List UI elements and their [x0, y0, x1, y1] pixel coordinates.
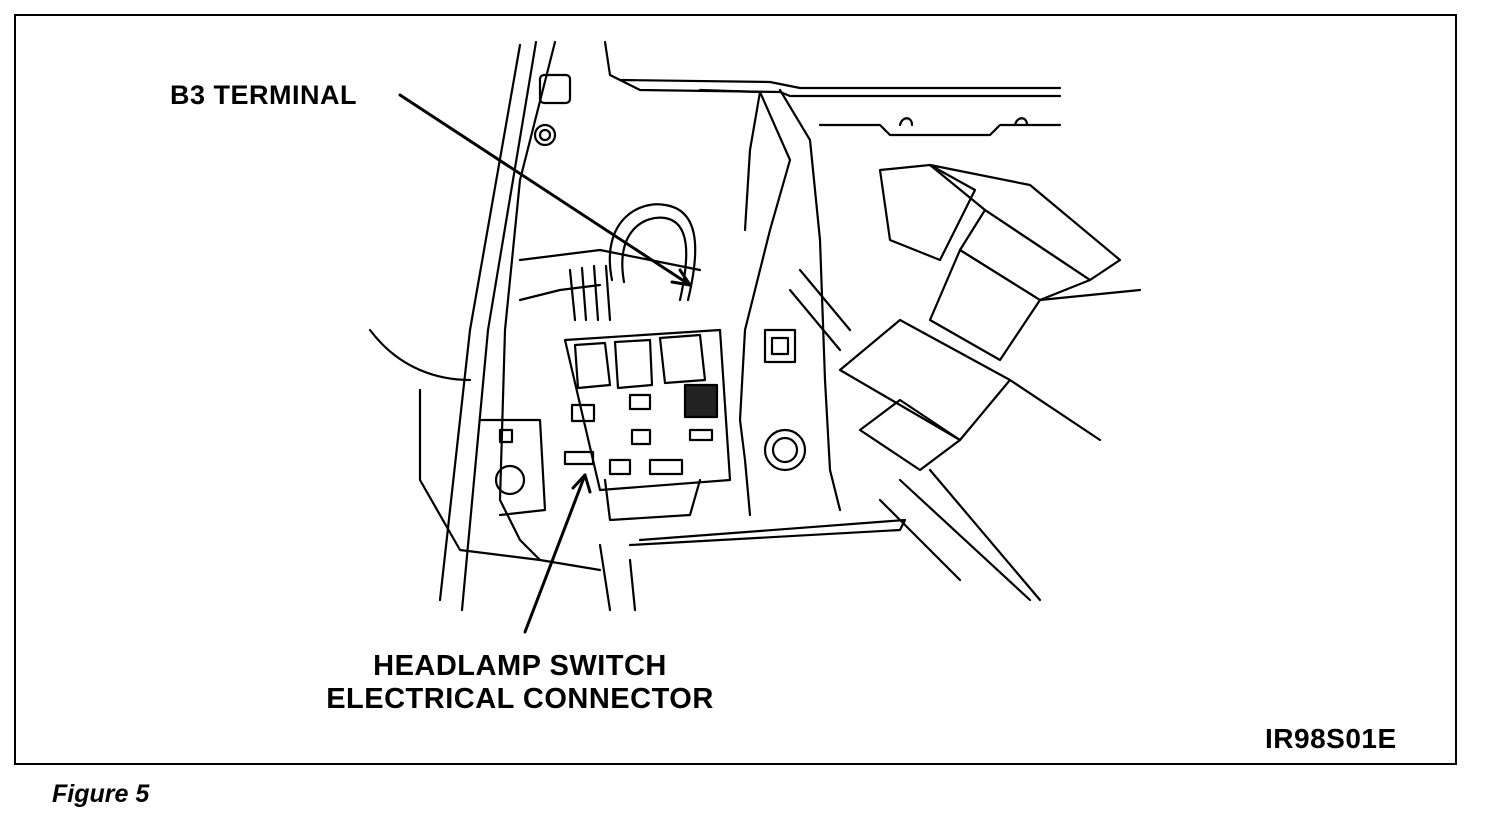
figure-frame	[14, 14, 1457, 765]
wire-harness	[518, 203, 702, 322]
headlamp-connector-label-line1: HEADLAMP SWITCH	[373, 650, 667, 682]
leader-lines	[398, 93, 692, 634]
switch-housing	[788, 163, 1142, 602]
headlamp-connector-label: HEADLAMP SWITCH ELECTRICAL CONNECTOR	[310, 650, 730, 716]
dash-panel-outline	[368, 40, 1062, 612]
mounting-screws	[494, 73, 1029, 496]
figure-caption: Figure 5	[52, 780, 150, 808]
connector-leader	[523, 473, 587, 634]
headlamp-connector-label-line2: ELECTRICAL CONNECTOR	[326, 683, 714, 715]
connector-body	[563, 328, 732, 522]
figure-code: IR98S01E	[1265, 723, 1397, 754]
b3-terminal-leader	[398, 93, 692, 287]
b3-terminal-label: B3 TERMINAL	[170, 80, 357, 110]
